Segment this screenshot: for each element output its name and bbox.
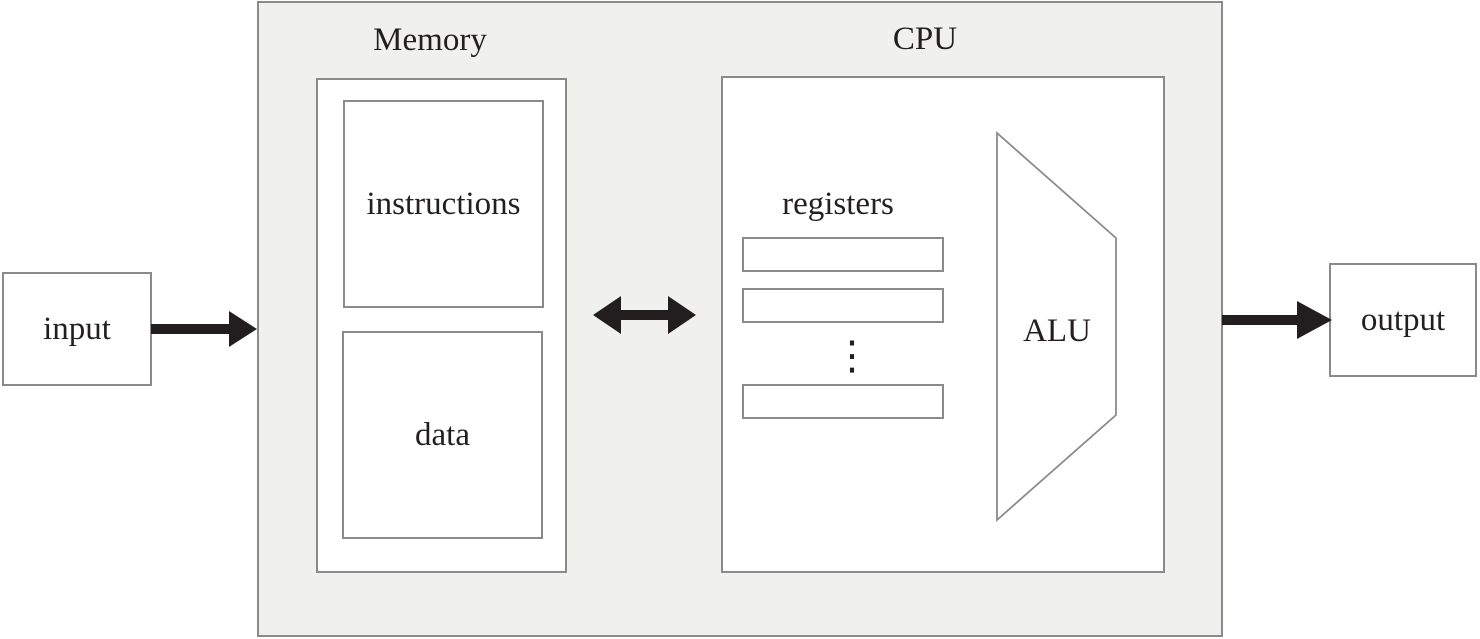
cpu-title: CPU bbox=[892, 21, 958, 57]
data-label: data bbox=[415, 416, 470, 453]
register-slot bbox=[742, 384, 944, 419]
output-box: output bbox=[1329, 263, 1477, 377]
memory-title: Memory bbox=[373, 22, 487, 58]
input-label: input bbox=[43, 310, 111, 347]
register-slot bbox=[742, 288, 944, 323]
cpu-box bbox=[721, 76, 1165, 573]
alu-label: ALU bbox=[1023, 313, 1091, 349]
instructions-label: instructions bbox=[366, 185, 521, 222]
input-box: input bbox=[2, 272, 152, 386]
output-label: output bbox=[1360, 301, 1446, 338]
output-arrow-right-icon bbox=[1222, 301, 1332, 339]
register-ellipsis: ⋮ bbox=[832, 333, 872, 379]
instructions-box: instructions bbox=[343, 100, 544, 308]
input-arrow-right-icon bbox=[151, 311, 257, 347]
data-box: data bbox=[342, 331, 543, 539]
register-slot bbox=[742, 237, 944, 272]
registers-label: registers bbox=[782, 186, 894, 222]
